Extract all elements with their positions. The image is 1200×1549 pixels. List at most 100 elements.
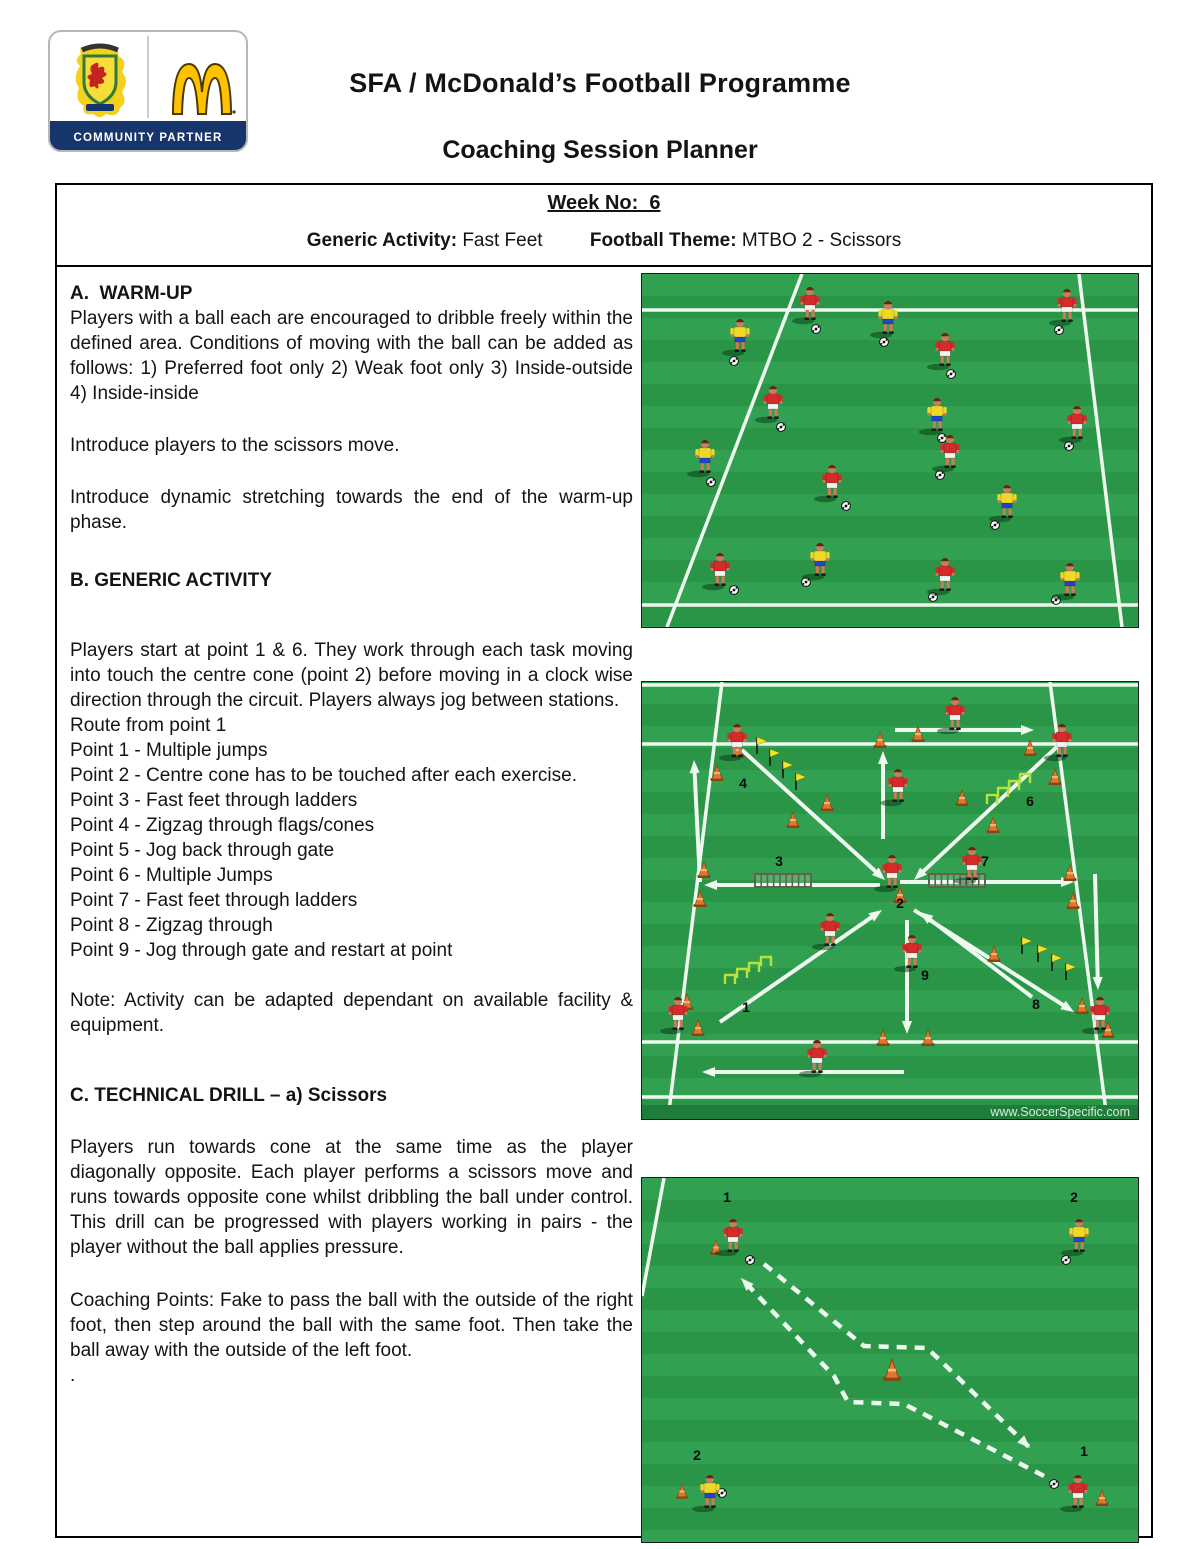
- cone-icon: [710, 763, 724, 781]
- grass-stripe: [642, 748, 1138, 770]
- arrowhead: [868, 910, 882, 922]
- grass-stripe: [642, 990, 1138, 1012]
- player-sprite: [1049, 288, 1077, 327]
- player-sprite: [927, 557, 955, 596]
- week-number: Week No: 6: [547, 192, 661, 214]
- grass-stripe: [642, 814, 1138, 836]
- player-sprite: [1044, 723, 1072, 762]
- run-arrow: [740, 748, 881, 877]
- player-sprite: [792, 286, 820, 325]
- flag-icon: [769, 748, 781, 766]
- cone-icon: [955, 788, 969, 806]
- cone-icon: [1075, 996, 1089, 1014]
- grass-stripe: [642, 1420, 1138, 1442]
- station-number: 8: [1032, 996, 1040, 1012]
- technical-drill-heading: C. TECHNICAL DRILL – a) Scissors: [70, 1085, 388, 1106]
- flag-icon: [756, 736, 768, 754]
- grass-stripe: [642, 1288, 1138, 1310]
- cone-icon: [1063, 863, 1077, 881]
- grass-stripe: [642, 1332, 1138, 1354]
- grass-stripe: [642, 450, 1138, 472]
- player-sprite: [989, 484, 1017, 523]
- grass-stripe: [642, 968, 1138, 990]
- station-number: 6: [1026, 793, 1034, 809]
- hurdle-icon: [747, 961, 761, 972]
- ball-icon: [706, 477, 716, 487]
- cone-icon: [693, 889, 707, 907]
- player-sprite: [814, 464, 842, 503]
- grass-stripe: [642, 902, 1138, 924]
- station-number: 3: [775, 853, 783, 869]
- grass-stripe: [642, 472, 1138, 494]
- flag-icon: [795, 772, 807, 790]
- route-line: Point 8 - Zigzag through: [70, 915, 273, 936]
- player-sprite: [919, 397, 947, 436]
- arrowhead: [1060, 1000, 1074, 1012]
- player-sprite: [1052, 562, 1080, 601]
- grass-stripe: [642, 340, 1138, 362]
- text-column: A. WARM-UP Players with a ball each are …: [57, 267, 641, 1543]
- station-number: 7: [981, 853, 989, 869]
- mcdonalds-arches-icon: [171, 62, 236, 115]
- page-title: SFA / McDonald’s Football Programme: [349, 68, 851, 98]
- cone-icon: [911, 724, 925, 742]
- grass-stripe: [642, 1486, 1138, 1508]
- run-arrow: [918, 742, 1062, 877]
- watermark-text: www.SoccerSpecific.com: [989, 1105, 1130, 1119]
- player-sprite: [799, 1039, 827, 1078]
- grass-stripe: [642, 560, 1138, 582]
- route-line: Point 9 - Jog through gate and restart a…: [70, 940, 453, 961]
- station-number: 4: [739, 775, 747, 791]
- pitch-line: [642, 1178, 666, 1297]
- cone-icon: [883, 1357, 901, 1381]
- ball-icon: [776, 422, 786, 432]
- arrowhead: [1021, 725, 1034, 735]
- grass-stripe: [642, 538, 1138, 560]
- station-number: 2: [1070, 1189, 1078, 1205]
- player-sprite: [880, 768, 908, 807]
- watermark-strip: [642, 1105, 1138, 1119]
- cone-icon: [697, 860, 711, 878]
- ball-icon: [745, 1255, 755, 1265]
- route-list: Route from point 1 Point 1 - Multiple ju…: [70, 713, 633, 963]
- flag-icon: [1065, 962, 1077, 980]
- station-number: 1: [1080, 1443, 1088, 1459]
- grass-stripe: [642, 1464, 1138, 1486]
- route-line: Point 2 - Centre cone has to be touched …: [70, 765, 577, 786]
- football-theme-label: Football Theme:: [589, 230, 737, 251]
- arrowhead: [702, 1067, 715, 1077]
- player-sprite: [802, 542, 830, 581]
- warmup-para-2: Introduce players to the scissors move.: [70, 435, 400, 456]
- route-line: Route from point 1: [70, 715, 227, 736]
- warmup-para-3: Introduce dynamic stretching towards the…: [70, 487, 633, 533]
- run-arrow: [692, 767, 702, 883]
- cone-icon: [1095, 1488, 1109, 1506]
- grass-stripe: [642, 836, 1138, 858]
- ball-icon: [811, 324, 821, 334]
- generic-activity-para: Players start at point 1 & 6. They work …: [70, 640, 633, 711]
- technical-drill-para-1: Players run towards cone at the same tim…: [70, 1137, 633, 1258]
- cone-icon: [676, 1483, 688, 1499]
- grass-stripe: [642, 682, 1138, 704]
- sfa-crest-icon: [75, 43, 126, 117]
- ball-icon: [717, 1488, 727, 1498]
- warmup-para-1: Players with a ball each are encouraged …: [70, 308, 633, 404]
- player-sprite: [894, 934, 922, 973]
- grass-stripe: [642, 428, 1138, 450]
- pitch-line: [1077, 274, 1124, 627]
- grass-stripe: [642, 704, 1138, 726]
- grass-stripe: [642, 384, 1138, 406]
- cone-icon: [921, 1028, 935, 1046]
- generic-activity-note: Note: Activity can be adapted dependant …: [70, 990, 633, 1036]
- planner-table: Week No: 6 Generic Activity: Fast Feet F…: [55, 183, 1153, 1543]
- cone-icon: [820, 793, 834, 811]
- player-sprite: [1059, 405, 1087, 444]
- community-partner-band: [49, 121, 247, 151]
- cone-icon: [1023, 738, 1037, 756]
- generic-activity-label: Generic Activity:: [306, 230, 458, 251]
- ball-icon: [879, 337, 889, 347]
- flag-icon: [1021, 936, 1033, 954]
- flag-icon: [782, 760, 794, 778]
